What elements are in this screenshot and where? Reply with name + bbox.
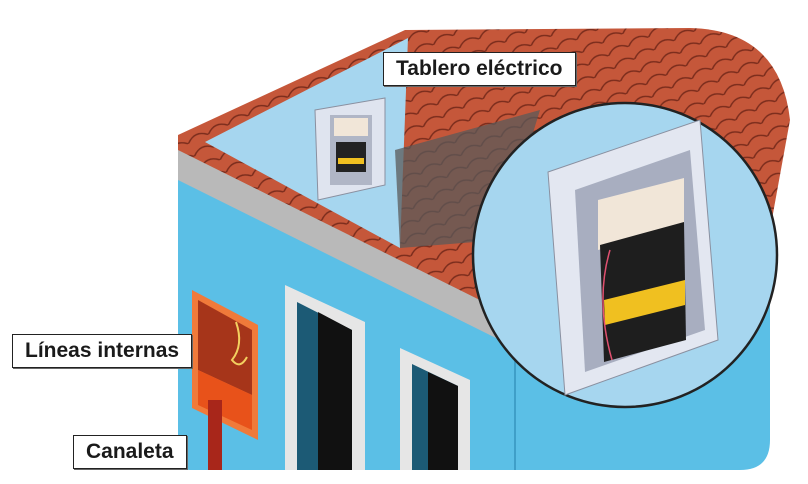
label-conduit: Canaleta: [73, 435, 187, 469]
roof-fascia: [178, 150, 520, 350]
window-1: [285, 285, 365, 470]
attic-interior: [205, 38, 408, 248]
window-2: [400, 348, 470, 470]
internal-wire: [230, 321, 248, 366]
label-electrical-panel: Tablero eléctrico: [383, 52, 576, 86]
small-electrical-panel: [314, 97, 386, 201]
label-internal-lines: Líneas internas: [12, 334, 193, 368]
panel-wire: [602, 249, 613, 361]
conduit: [208, 400, 222, 470]
internal-lines-box: [192, 290, 258, 470]
zoom-circle: [471, 101, 779, 409]
